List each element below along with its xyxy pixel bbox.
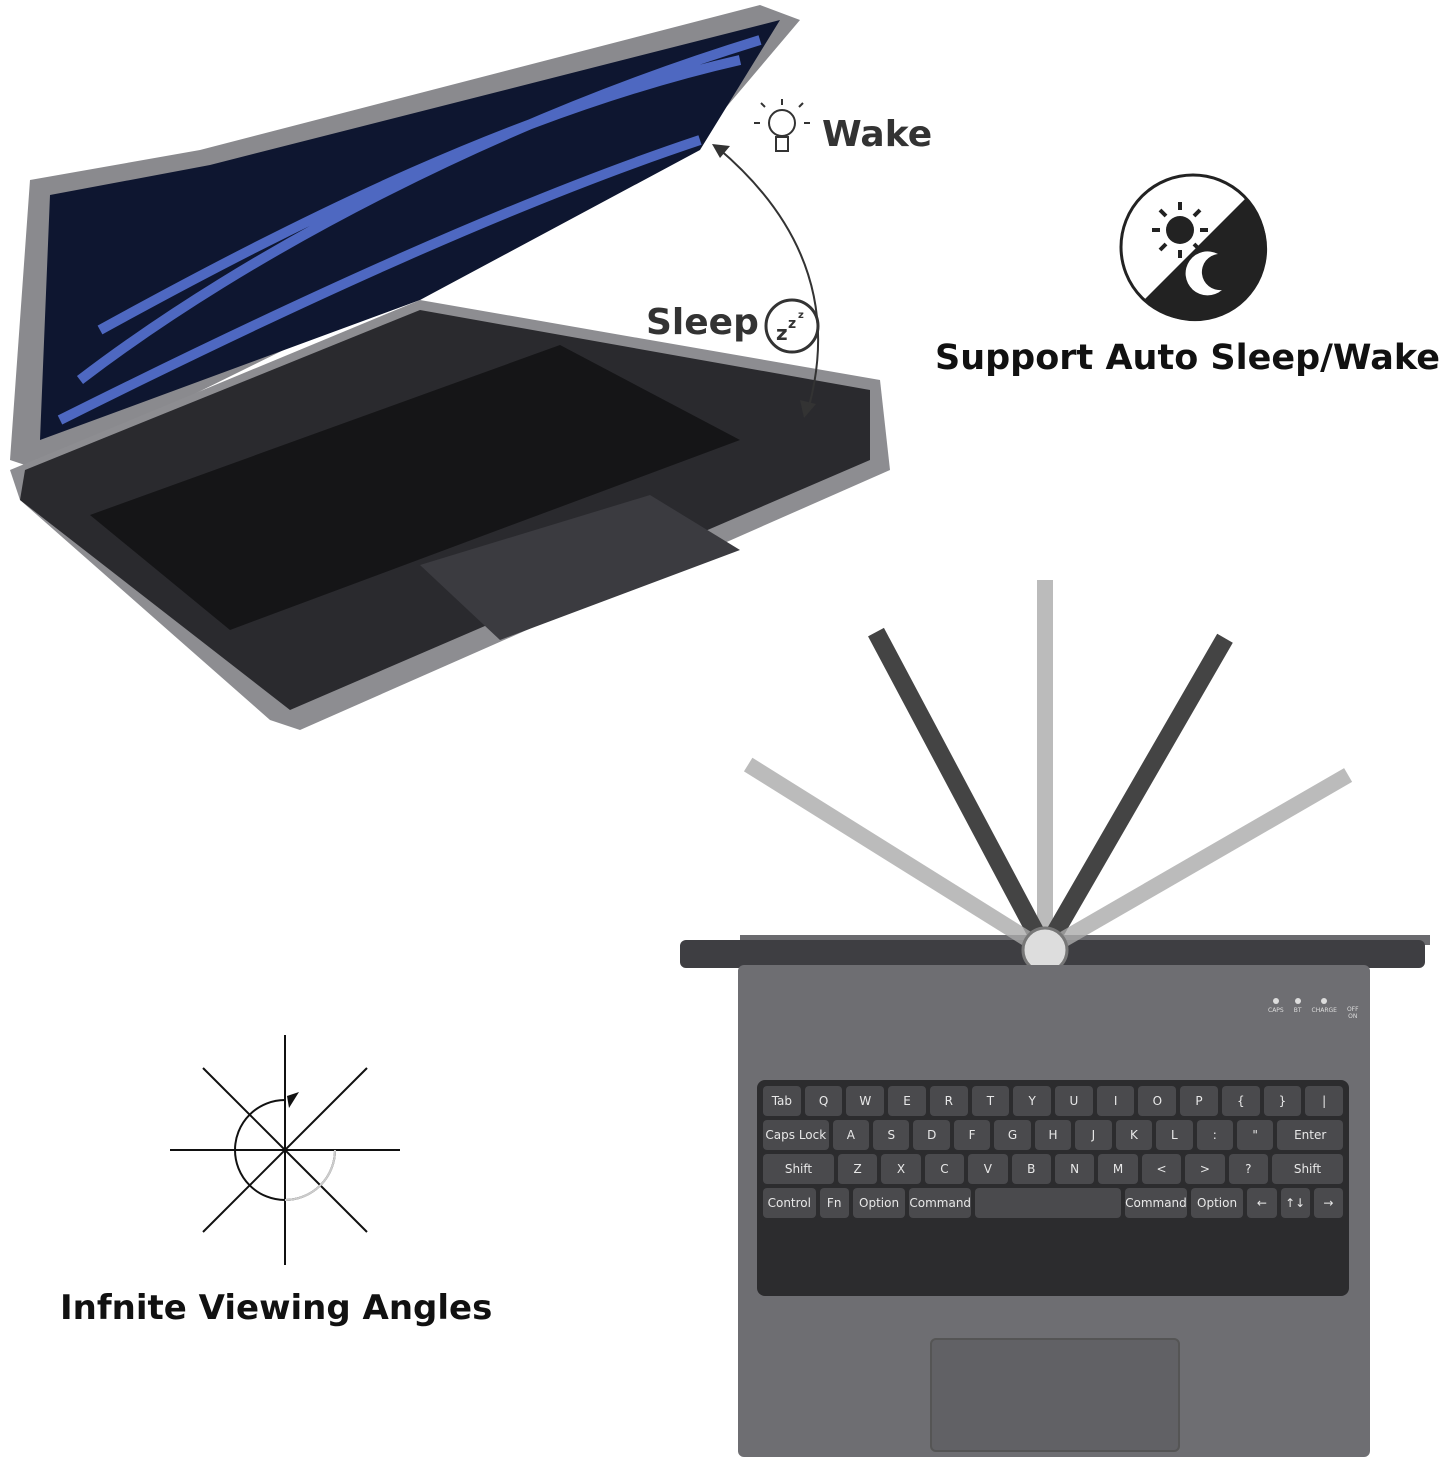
key[interactable]: Option [852, 1188, 906, 1218]
key[interactable]: Z [837, 1154, 878, 1184]
wake-label: Wake [822, 114, 933, 155]
key[interactable]: Enter [1277, 1120, 1343, 1150]
key[interactable]: D [913, 1120, 950, 1150]
key[interactable]: V [968, 1154, 1008, 1184]
keys-area [90, 345, 740, 630]
key[interactable]: ↑↓ [1280, 1188, 1310, 1218]
key[interactable]: } [1263, 1086, 1302, 1116]
charge-indicator: CHARGE [1312, 998, 1337, 1020]
auto-sleep-caption: Support Auto Sleep/Wake [935, 338, 1440, 378]
key[interactable]: Fn [819, 1188, 849, 1218]
key[interactable]: F [953, 1120, 991, 1150]
key[interactable]: Option [1190, 1188, 1244, 1218]
key[interactable]: X [881, 1154, 921, 1184]
key[interactable]: H [1034, 1120, 1072, 1150]
key[interactable]: < [1141, 1154, 1182, 1184]
key[interactable]: → [1313, 1188, 1343, 1218]
key[interactable]: Q [804, 1086, 843, 1116]
key[interactable]: U [1055, 1086, 1093, 1116]
curved-arrow-icon [712, 144, 820, 418]
key[interactable]: Command [1125, 1188, 1187, 1218]
screen-wallpaper [57, 35, 762, 425]
key[interactable]: > [1185, 1154, 1225, 1184]
key[interactable]: Y [1013, 1086, 1052, 1116]
trackpad [420, 495, 740, 640]
key[interactable]: E [888, 1086, 926, 1116]
key[interactable]: W [846, 1086, 885, 1116]
key[interactable]: A [832, 1120, 870, 1150]
key[interactable]: M [1098, 1154, 1138, 1184]
key[interactable]: S [873, 1120, 910, 1150]
key[interactable]: { [1221, 1086, 1260, 1116]
key[interactable]: : [1196, 1120, 1233, 1150]
key[interactable]: O [1138, 1086, 1177, 1116]
key[interactable]: N [1054, 1154, 1095, 1184]
key[interactable]: I [1096, 1086, 1135, 1116]
key[interactable]: Control [763, 1188, 816, 1218]
sun-moon-icon [1119, 173, 1268, 322]
key[interactable]: Caps Lock [763, 1120, 829, 1150]
key[interactable]: C [924, 1154, 965, 1184]
lightbulb-icon [754, 99, 810, 152]
angles-caption: Infnite Viewing Angles [60, 1288, 493, 1328]
key[interactable]: L [1156, 1120, 1193, 1150]
key[interactable]: K [1115, 1120, 1153, 1150]
svg-text:z: z [788, 316, 796, 332]
rotating-tablets-illustration [680, 580, 1430, 974]
key[interactable]: ← [1247, 1188, 1277, 1218]
key[interactable]: R [929, 1086, 968, 1116]
key[interactable]: " [1236, 1120, 1274, 1150]
bt-indicator: BT [1294, 998, 1302, 1020]
key[interactable]: Shift [1272, 1154, 1343, 1184]
rotation-angles-icon [170, 1035, 400, 1265]
svg-text:z: z [776, 321, 788, 345]
key-space[interactable] [975, 1188, 1122, 1218]
key[interactable]: Command [909, 1188, 972, 1218]
keyboard-case-open-illustration [10, 5, 890, 730]
key[interactable]: B [1011, 1154, 1051, 1184]
key[interactable]: | [1305, 1086, 1344, 1116]
trackpad[interactable] [930, 1338, 1180, 1452]
key[interactable]: Tab [763, 1086, 801, 1116]
key[interactable]: J [1075, 1120, 1112, 1150]
key[interactable]: T [971, 1086, 1010, 1116]
key[interactable]: P [1180, 1086, 1218, 1116]
key[interactable]: ? [1228, 1154, 1268, 1184]
sleep-label: Sleep [646, 302, 759, 343]
svg-text:z: z [798, 310, 804, 321]
caps-indicator: CAPS [1268, 998, 1284, 1020]
key[interactable]: Shift [763, 1154, 834, 1184]
key[interactable]: G [994, 1120, 1031, 1150]
